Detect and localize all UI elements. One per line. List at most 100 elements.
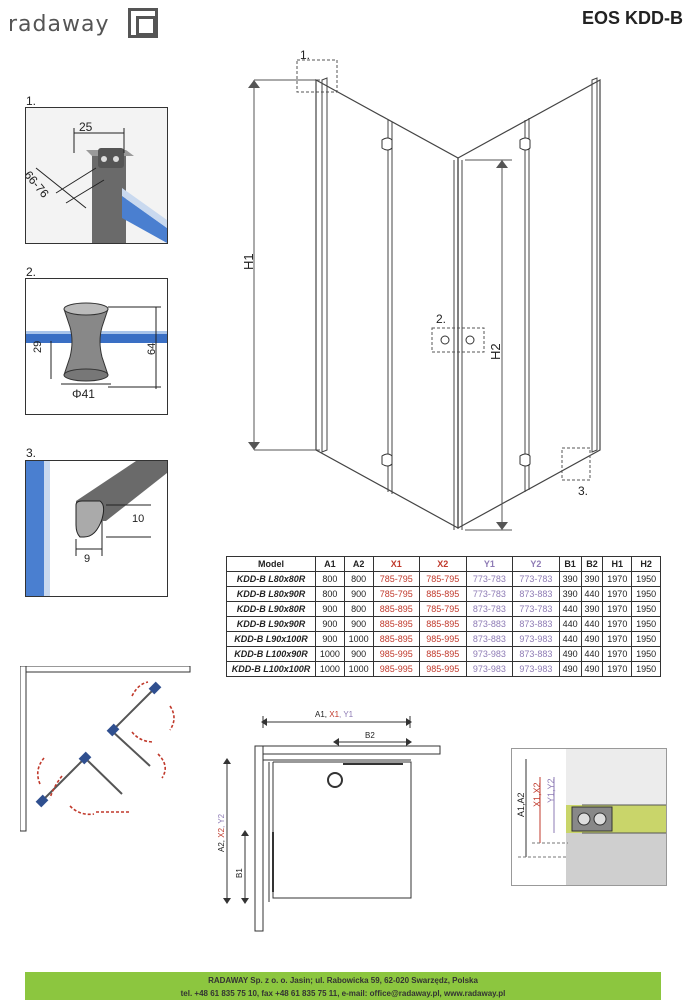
cell: 1000	[343, 631, 374, 647]
cell: 1000	[315, 661, 345, 677]
cell: KDD-B L90x90R	[226, 616, 316, 632]
cell: 985-995	[372, 661, 421, 677]
spec-table: Model A1 A2 X1 X2 Y1 Y2 B1 B2 H1 H2 KDD-…	[226, 556, 661, 677]
cell: 1970	[602, 586, 633, 602]
col-h1: H1	[602, 556, 633, 572]
plan-view-drawing: A1, X1, Y1 B2 A2, X2, Y2 B1	[215, 710, 445, 937]
cell: 885-895	[372, 616, 421, 632]
cell: 490	[558, 661, 582, 677]
cell: 773-783	[465, 586, 514, 602]
plan-b1-label: B1	[235, 868, 244, 878]
cell: 785-795	[419, 571, 467, 587]
cell: 800	[343, 571, 374, 587]
detail-1-panel: 25 66-76	[25, 107, 168, 244]
cell: 440	[580, 616, 604, 632]
detail-2-label: 2.	[26, 265, 37, 279]
swing-arrows-drawing	[19, 665, 191, 832]
cell: 1950	[631, 601, 661, 617]
cell: 985-995	[372, 646, 421, 662]
cell: 440	[558, 631, 582, 647]
cell: 1950	[631, 616, 661, 632]
dim-29: 29	[32, 340, 44, 353]
cell: 440	[558, 601, 582, 617]
footer-contact: tel. +48 61 835 75 10, fax +48 61 835 75…	[180, 989, 506, 998]
col-model: Model	[226, 556, 316, 572]
cell: 440	[558, 616, 582, 632]
cell: 800	[343, 601, 374, 617]
cell: 785-795	[372, 571, 421, 587]
plan-a2-label: A2,	[217, 837, 226, 852]
col-x1: X1	[372, 556, 421, 572]
cell: 885-895	[419, 616, 467, 632]
cell: 1950	[631, 631, 661, 647]
h1-label: H1	[241, 253, 256, 270]
dim-41-diameter: Φ41	[72, 387, 95, 401]
cell: KDD-B L90x80R	[226, 601, 316, 617]
cell: 873-883	[465, 631, 514, 647]
cell: 440	[580, 646, 604, 662]
col-y1: Y1	[465, 556, 514, 572]
detail-2-panel: 29 Φ41 64	[25, 278, 168, 415]
dim-25: 25	[79, 120, 93, 134]
plan-side-dim: A2, X2, Y2	[217, 814, 226, 852]
plan-x2-label: X2	[217, 827, 226, 838]
detail-1-label: 1.	[26, 94, 37, 108]
cell: 1970	[602, 631, 633, 647]
footer-address: RADAWAY Sp. z o. o. Jasin; ul. Rabowicka…	[208, 976, 478, 985]
col-x2: X2	[419, 556, 467, 572]
product-title: EOS KDD-B	[581, 8, 683, 28]
adjust-y-label: Y1,Y2	[546, 778, 556, 803]
cell: 885-895	[372, 601, 421, 617]
col-a1: A1	[315, 556, 345, 572]
door-swing-diagram	[19, 665, 200, 836]
plan-y2-label: , Y2	[217, 813, 226, 828]
cell: 900	[343, 586, 374, 602]
adjust-a-label: A1,A2	[516, 792, 526, 817]
seal-profile-drawing	[26, 461, 167, 596]
cell: 973-983	[465, 661, 514, 677]
cell: 785-795	[419, 601, 467, 617]
cell: 1970	[602, 661, 633, 677]
callout-1: 1.	[300, 48, 311, 62]
col-y2: Y2	[512, 556, 560, 572]
cell: 490	[558, 646, 582, 662]
cell: 773-783	[512, 601, 560, 617]
detail-3-label: 3.	[26, 446, 37, 460]
cell: KDD-B L80x80R	[226, 571, 316, 587]
cell: 873-883	[512, 616, 560, 632]
cell: 1950	[631, 646, 661, 662]
cell: 390	[558, 571, 582, 587]
cell: 985-995	[419, 631, 467, 647]
cell: 873-783	[465, 601, 514, 617]
cell: 873-883	[512, 586, 560, 602]
cell: 773-783	[465, 571, 514, 587]
cell: 800	[315, 586, 345, 602]
footer-bar: RADAWAY Sp. z o. o. Jasin; ul. Rabowicka…	[25, 972, 661, 1000]
enclosure-3d-drawing: H1 H2 1. 2. 3.	[240, 48, 620, 548]
cell: 1950	[631, 661, 661, 677]
cell: 885-895	[419, 646, 467, 662]
cell: 1970	[602, 601, 633, 617]
cell: 490	[580, 661, 604, 677]
cell: KDD-B L100x100R	[226, 661, 316, 677]
callout-2: 2.	[436, 312, 447, 326]
cell: 390	[580, 601, 604, 617]
cell: KDD-B L90x100R	[226, 631, 316, 647]
hinge-profile-drawing	[26, 108, 167, 243]
cell: 973-983	[512, 631, 560, 647]
brand-name: radaway	[8, 12, 110, 37]
plan-y1-label: , Y1	[339, 710, 354, 719]
square-logo-icon	[128, 8, 158, 38]
table-header-row: Model A1 A2 X1 X2 Y1 Y2 B1 B2 H1 H2	[226, 556, 661, 572]
h2-label: H2	[488, 343, 503, 360]
cell: 490	[580, 631, 604, 647]
cell: 900	[315, 616, 345, 632]
cell: 885-895	[372, 631, 421, 647]
dim-9: 9	[84, 553, 91, 565]
col-b2: B2	[580, 556, 604, 572]
adjustment-detail: A1,A2 X1,X2 Y1,Y2	[511, 748, 667, 886]
